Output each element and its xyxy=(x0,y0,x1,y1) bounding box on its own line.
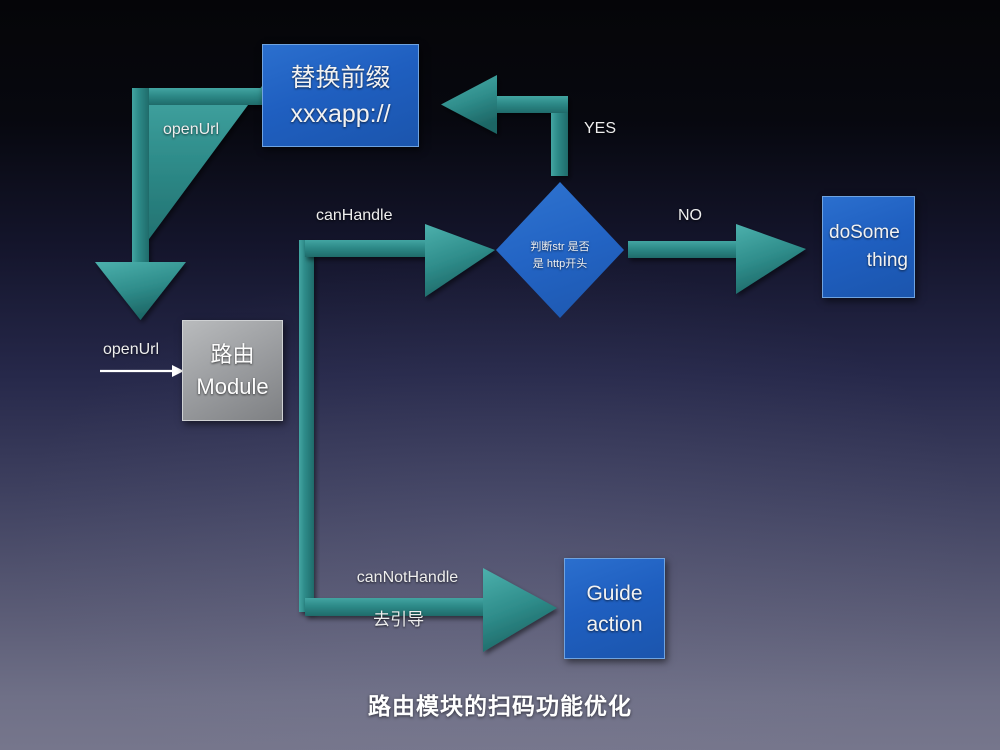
slide-title: 路由模块的扫码功能优化 xyxy=(368,693,632,719)
edge-label-cannothandle: canNotHandle 去引导 xyxy=(339,546,458,672)
edge-openurl-top xyxy=(95,86,262,320)
edge-yes xyxy=(441,75,568,176)
edge-label-canhandle: canHandle xyxy=(316,207,393,224)
edge-label-openurl-left: openUrl xyxy=(103,341,160,358)
edge-label-cannothandle-line1: canNotHandle xyxy=(356,569,459,586)
edge-trunk-vertical xyxy=(299,240,314,612)
node-do-something[interactable]: doSome thing xyxy=(822,196,915,298)
node-guide-action-line1: Guide xyxy=(586,581,643,605)
node-route-module-line2: Module xyxy=(196,373,269,399)
edge-label-yes: YES xyxy=(584,120,617,137)
node-decision-line1: 判断str 是否 xyxy=(530,241,590,253)
node-decision[interactable]: 判断str 是否 是 http开头 xyxy=(496,182,624,318)
node-do-something-line1: doSome xyxy=(829,222,900,243)
edge-label-openurl-top: openUrl xyxy=(163,121,220,138)
node-replace-prefix-line1: 替换前缀 xyxy=(290,63,391,92)
node-replace-prefix[interactable]: 替换前缀 xxxapp:// xyxy=(262,44,419,147)
node-decision-label: 判断str 是否 是 http开头 xyxy=(530,239,589,273)
edge-openurl-left xyxy=(100,365,184,377)
edge-canhandle xyxy=(305,224,495,297)
node-guide-action-line2: action xyxy=(586,612,643,636)
edge-label-cannothandle-line2: 去引导 xyxy=(373,610,425,629)
node-decision-line2: 是 http开头 xyxy=(532,258,588,270)
node-route-module-line1: 路由 xyxy=(210,341,255,367)
node-route-module[interactable]: 路由 Module xyxy=(182,320,283,421)
node-do-something-line2: thing xyxy=(866,250,908,271)
edge-no xyxy=(628,224,806,294)
edge-cannothandle xyxy=(305,568,557,652)
node-guide-action[interactable]: Guide action xyxy=(564,558,665,659)
edge-label-no: NO xyxy=(678,207,702,224)
node-replace-prefix-line2: xxxapp:// xyxy=(290,99,391,128)
